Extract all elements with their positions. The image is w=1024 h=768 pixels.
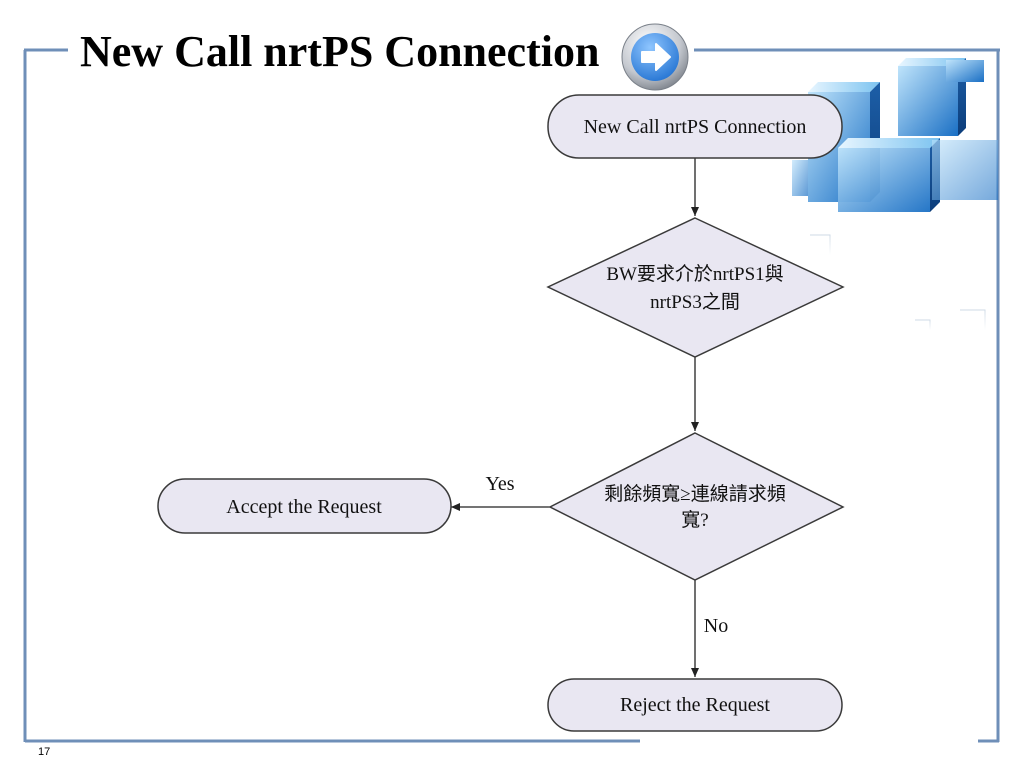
decision-node-bandwidth-range: BW要求介於nrtPS1與 nrtPS3之間 <box>546 217 845 358</box>
reject-node: Reject the Request <box>547 678 843 732</box>
yes-label: Yes <box>485 473 514 495</box>
no-label: No <box>704 615 728 637</box>
forward-arrow-icon <box>641 43 671 71</box>
page-number: 17 <box>38 746 51 758</box>
decision-node-remaining-bandwidth: 剩餘頻寬≥連線請求頻 寬? <box>548 432 845 581</box>
start-node-label: New Call nrtPS Connection <box>584 116 807 138</box>
decision2-label-line2: 寬? <box>681 509 708 531</box>
reject-node-label: Reject the Request <box>620 694 770 716</box>
accept-node-label: Accept the Request <box>226 496 382 518</box>
start-node: New Call nrtPS Connection <box>547 94 843 159</box>
accept-node: Accept the Request <box>157 478 452 534</box>
connectors <box>451 158 699 677</box>
decision1-label-line1: BW要求介於nrtPS1與 <box>606 263 783 285</box>
decision1-label-line2: nrtPS3之間 <box>650 291 740 313</box>
slide-title: New Call nrtPS Connection <box>80 27 600 76</box>
decision2-label-line1: 剩餘頻寬≥連線請求頻 <box>604 483 785 505</box>
next-slide-button[interactable] <box>620 22 690 92</box>
